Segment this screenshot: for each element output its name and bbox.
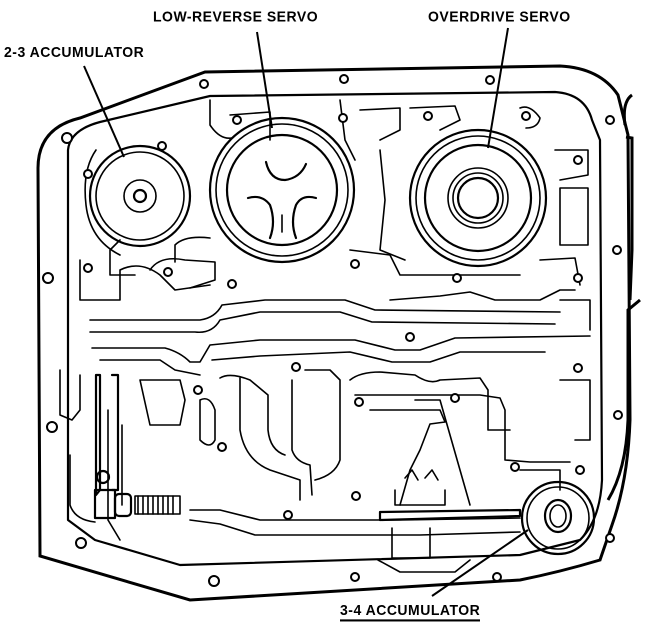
callout-3-4-accumulator: 3-4 ACCUMULATOR <box>340 602 481 622</box>
detent-spring <box>93 373 181 520</box>
pan-flange-outline <box>36 64 632 602</box>
bolt-holes <box>42 74 623 587</box>
leader-low-reverse-servo <box>256 31 273 129</box>
fluid-passages <box>59 99 591 573</box>
accumulator-2-3-drawing <box>84 144 192 256</box>
callout-overdrive-servo: OVERDRIVE SERVO <box>428 7 571 25</box>
valve-body-outline <box>66 90 604 567</box>
low-reverse-servo-drawing <box>208 116 356 264</box>
callout-2-3-accumulator: 2-3 ACCUMULATOR <box>4 43 145 61</box>
overdrive-servo-drawing <box>408 128 548 268</box>
leader-2-3-accumulator <box>83 65 125 158</box>
leader-3-4-accumulator <box>431 529 529 597</box>
accumulator-3-4-drawing <box>520 480 596 556</box>
callout-low-reverse-servo: LOW-REVERSE SERVO <box>153 7 319 25</box>
leader-overdrive-servo <box>487 27 509 149</box>
right-bracket <box>606 93 641 501</box>
